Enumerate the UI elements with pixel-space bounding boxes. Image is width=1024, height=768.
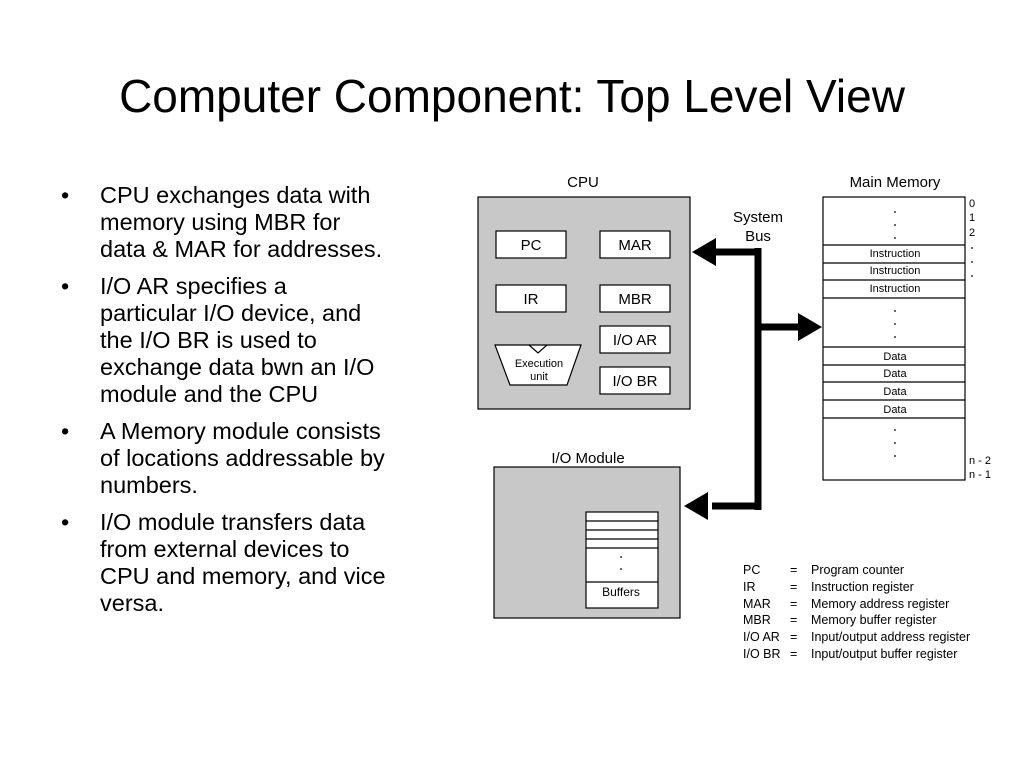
memory-dots <box>894 211 973 457</box>
bullet-line: I/O AR specifies a <box>100 273 287 299</box>
legend-equals: = <box>790 563 797 577</box>
io-buffers <box>585 511 659 609</box>
legend-abbr: MBR <box>743 613 771 627</box>
execution-unit-label: unit <box>530 371 548 383</box>
bullet-line: from external devices to <box>100 536 350 562</box>
legend-abbr: PC <box>743 563 760 577</box>
bullet-line: CPU exchanges data with <box>100 182 371 208</box>
memory-cell-data: Data <box>883 404 907 416</box>
memory-cell-instruction: Instruction <box>870 283 921 295</box>
execution-unit-label: Execution <box>515 358 563 370</box>
pc-register-label: PC <box>521 237 542 254</box>
memory-address-label: n - 1 <box>969 469 991 481</box>
slide-title: Computer Component: Top Level View <box>119 70 905 122</box>
bus-arrow-memory <box>798 313 822 341</box>
buffers-label: Buffers <box>602 585 640 599</box>
memory-cell-instruction: Instruction <box>870 265 921 277</box>
legend-desc: Memory buffer register <box>811 613 937 627</box>
memory-address-label: n - 2 <box>969 455 991 467</box>
legend-desc: Memory address register <box>811 597 949 611</box>
legend-abbr: MAR <box>743 597 771 611</box>
bullet-line: of locations addressable by <box>100 445 385 471</box>
legend-desc: Program counter <box>811 563 904 577</box>
legend: PC = Program counter IR = Instruction re… <box>743 563 970 661</box>
pc-register: PC <box>495 230 567 259</box>
bullet-line: data & MAR for addresses. <box>100 236 383 262</box>
iobr-register: I/O BR <box>599 366 671 395</box>
cpu-label: CPU <box>567 174 599 191</box>
legend-equals: = <box>790 630 797 644</box>
mar-register: MAR <box>599 230 671 259</box>
bullet-item: A Memory module consists of locations ad… <box>55 418 455 499</box>
ioar-register-label: I/O AR <box>613 332 657 349</box>
mbr-register: MBR <box>599 284 671 313</box>
bus-arrow-cpu <box>692 238 716 266</box>
legend-equals: = <box>790 613 797 627</box>
bullet-line: versa. <box>100 590 164 616</box>
bullet-list: CPU exchanges data with memory using MBR… <box>55 182 455 627</box>
system-bus <box>712 248 800 510</box>
legend-abbr: IR <box>743 580 756 594</box>
io-module-label: I/O Module <box>551 450 624 467</box>
legend-abbr: I/O AR <box>743 630 780 644</box>
bullet-line: particular I/O device, and <box>100 300 362 326</box>
ir-register: IR <box>495 284 567 313</box>
memory-cell-data: Data <box>883 351 907 363</box>
system-bus-label: Bus <box>745 228 771 245</box>
bullet-line: the I/O BR is used to <box>100 327 317 353</box>
memory-address-label: 1 <box>969 212 975 224</box>
legend-desc: Input/output address register <box>811 630 970 644</box>
memory-cell-data: Data <box>883 368 907 380</box>
memory-address-label: 2 <box>969 227 975 239</box>
legend-abbr: I/O BR <box>743 647 781 661</box>
bullet-line: numbers. <box>100 472 198 498</box>
memory-cell-instruction: Instruction <box>870 248 921 260</box>
bullet-item: CPU exchanges data with memory using MBR… <box>55 182 455 263</box>
bullet-line: module and the CPU <box>100 381 319 407</box>
ir-register-label: IR <box>524 291 539 308</box>
ioar-register: I/O AR <box>599 325 671 354</box>
memory-cell-data: Data <box>883 386 907 398</box>
execution-unit: Execution unit <box>494 344 582 386</box>
legend-equals: = <box>790 597 797 611</box>
mar-register-label: MAR <box>618 237 652 254</box>
bus-arrow-io <box>684 492 708 520</box>
bullet-line: CPU and memory, and vice <box>100 563 386 589</box>
bullet-line: memory using MBR for <box>100 209 341 235</box>
system-bus-label: System <box>733 209 783 226</box>
iobr-register-label: I/O BR <box>612 373 657 390</box>
legend-equals: = <box>790 647 797 661</box>
legend-equals: = <box>790 580 797 594</box>
bullet-line: exchange data bwn an I/O <box>100 354 375 380</box>
legend-desc: Instruction register <box>811 580 914 594</box>
bullet-line: A Memory module consists <box>100 418 381 444</box>
buffer-dots <box>620 556 622 570</box>
memory-address-label: 0 <box>969 198 975 210</box>
main-memory <box>822 196 966 481</box>
bullet-line: I/O module transfers data <box>100 509 366 535</box>
main-memory-label: Main Memory <box>850 174 941 191</box>
mbr-register-label: MBR <box>618 291 652 308</box>
legend-desc: Input/output buffer register <box>811 647 957 661</box>
bus-arrowheads <box>684 238 822 520</box>
bullet-item: I/O AR specifies a particular I/O device… <box>55 273 455 408</box>
bullet-item: I/O module transfers data from external … <box>55 509 455 617</box>
